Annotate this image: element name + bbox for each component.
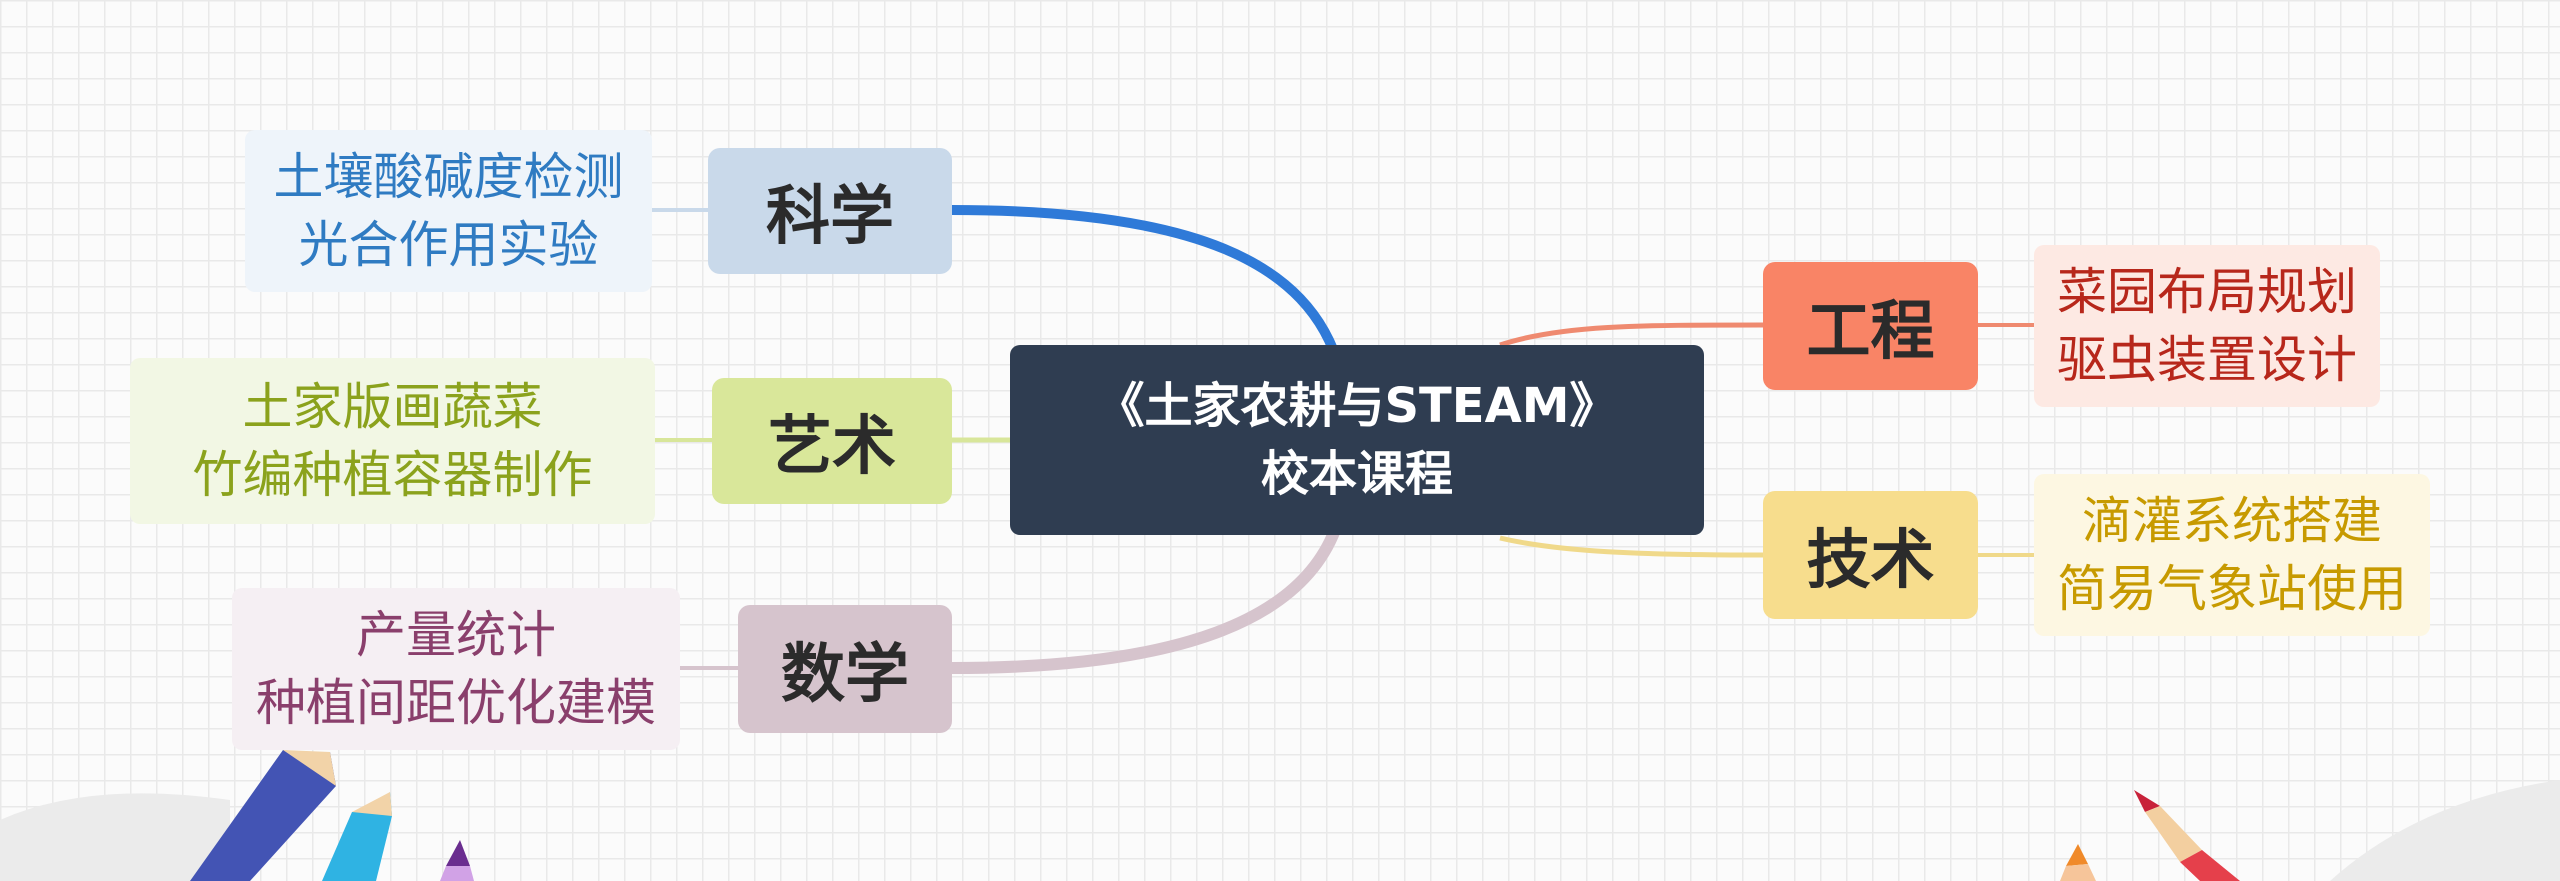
science-leaf[interactable]: 土壤酸碱度检测 光合作用实验 — [245, 130, 652, 292]
math-item-1: 产量统计 — [356, 606, 556, 664]
engineering-item-2: 驱虫装置设计 — [2057, 331, 2357, 389]
engineering-connector — [1499, 322, 1764, 348]
science-node[interactable]: 科学 — [708, 148, 952, 274]
engineering-label: 工程 — [1806, 295, 1935, 369]
technology-item-2: 简易气象站使用 — [2057, 560, 2407, 618]
art-label: 艺术 — [768, 410, 896, 484]
bottom-left-hill — [0, 793, 230, 881]
math-label: 数学 — [781, 638, 909, 712]
art-item-1: 土家版画蔬菜 — [242, 378, 543, 436]
red-pencil-icon — [2134, 790, 2240, 881]
center-topic[interactable]: 《土家农耕与STEAM》 校本课程 — [1010, 345, 1704, 535]
technology-node[interactable]: 技术 — [1763, 491, 1978, 619]
engineering-item-1: 菜园布局规划 — [2057, 263, 2357, 321]
science-connector — [951, 205, 1345, 372]
science-item-2: 光合作用实验 — [298, 216, 599, 274]
art-item-2: 竹编种植容器制作 — [192, 446, 593, 504]
center-topic-title: 《土家农耕与STEAM》 — [1096, 378, 1618, 434]
purple-pencil-icon — [440, 840, 474, 881]
technology-connector — [1499, 535, 1764, 558]
engineering-node[interactable]: 工程 — [1763, 262, 1978, 390]
math-leaf[interactable]: 产量统计 种植间距优化建模 — [232, 588, 680, 750]
science-item-1: 土壤酸碱度检测 — [273, 148, 624, 206]
engineering-leaf[interactable]: 菜园布局规划 驱虫装置设计 — [2034, 245, 2380, 407]
math-item-2: 种植间距优化建模 — [256, 674, 656, 732]
art-leaf[interactable]: 土家版画蔬菜 竹编种植容器制作 — [130, 358, 655, 524]
technology-item-1: 滴灌系统搭建 — [2082, 492, 2382, 550]
technology-label: 技术 — [1806, 524, 1935, 598]
math-connector — [951, 527, 1341, 674]
orange-pencil-icon — [2060, 844, 2096, 881]
bottom-right-hill — [2330, 780, 2560, 881]
center-topic-subtitle: 校本课程 — [1260, 446, 1453, 502]
science-label: 科学 — [766, 180, 894, 254]
technology-leaf[interactable]: 滴灌系统搭建 简易气象站使用 — [2034, 474, 2430, 636]
math-node[interactable]: 数学 — [738, 605, 952, 733]
blue-pencil-icon — [190, 750, 336, 881]
art-node[interactable]: 艺术 — [712, 378, 952, 504]
cyan-pencil-icon — [322, 792, 392, 881]
